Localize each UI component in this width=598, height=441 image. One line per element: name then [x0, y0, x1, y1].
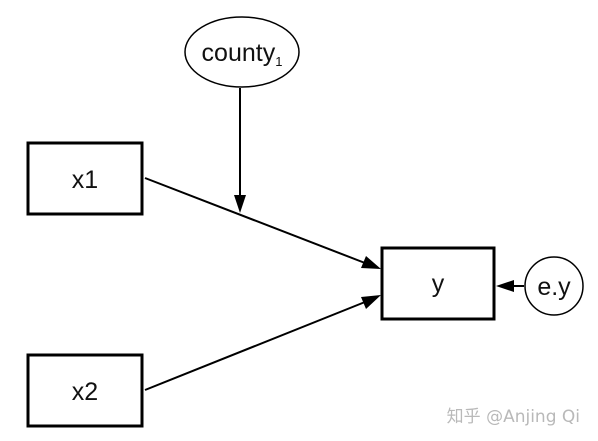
- county-label: county1: [202, 39, 283, 69]
- x2-box: [26, 353, 144, 428]
- x1-box: [26, 141, 144, 216]
- ey-circle: [524, 256, 584, 316]
- node-x2: x2: [26, 353, 144, 428]
- county-subscript: 1: [275, 54, 282, 69]
- x1-label: x1: [72, 166, 98, 194]
- edge-x2-y: [144, 301, 366, 391]
- node-county: county1: [184, 16, 300, 88]
- x2-label: x2: [72, 378, 98, 406]
- node-ey: e.y: [524, 256, 584, 316]
- edge-x1-y: [144, 177, 366, 264]
- arrowhead-x1-y: [361, 256, 381, 269]
- y-label: y: [432, 270, 445, 298]
- node-y: y: [380, 246, 496, 321]
- arrowhead-x2-y: [361, 295, 381, 309]
- y-box: [380, 246, 496, 321]
- watermark: 知乎 @Anjing Qi: [446, 407, 580, 427]
- node-x1: x1: [26, 141, 144, 216]
- ey-label: e.y: [537, 273, 571, 301]
- county-ellipse: [184, 16, 300, 88]
- arrowhead-county-path: [234, 195, 246, 213]
- arrowhead-ey-y: [496, 280, 514, 292]
